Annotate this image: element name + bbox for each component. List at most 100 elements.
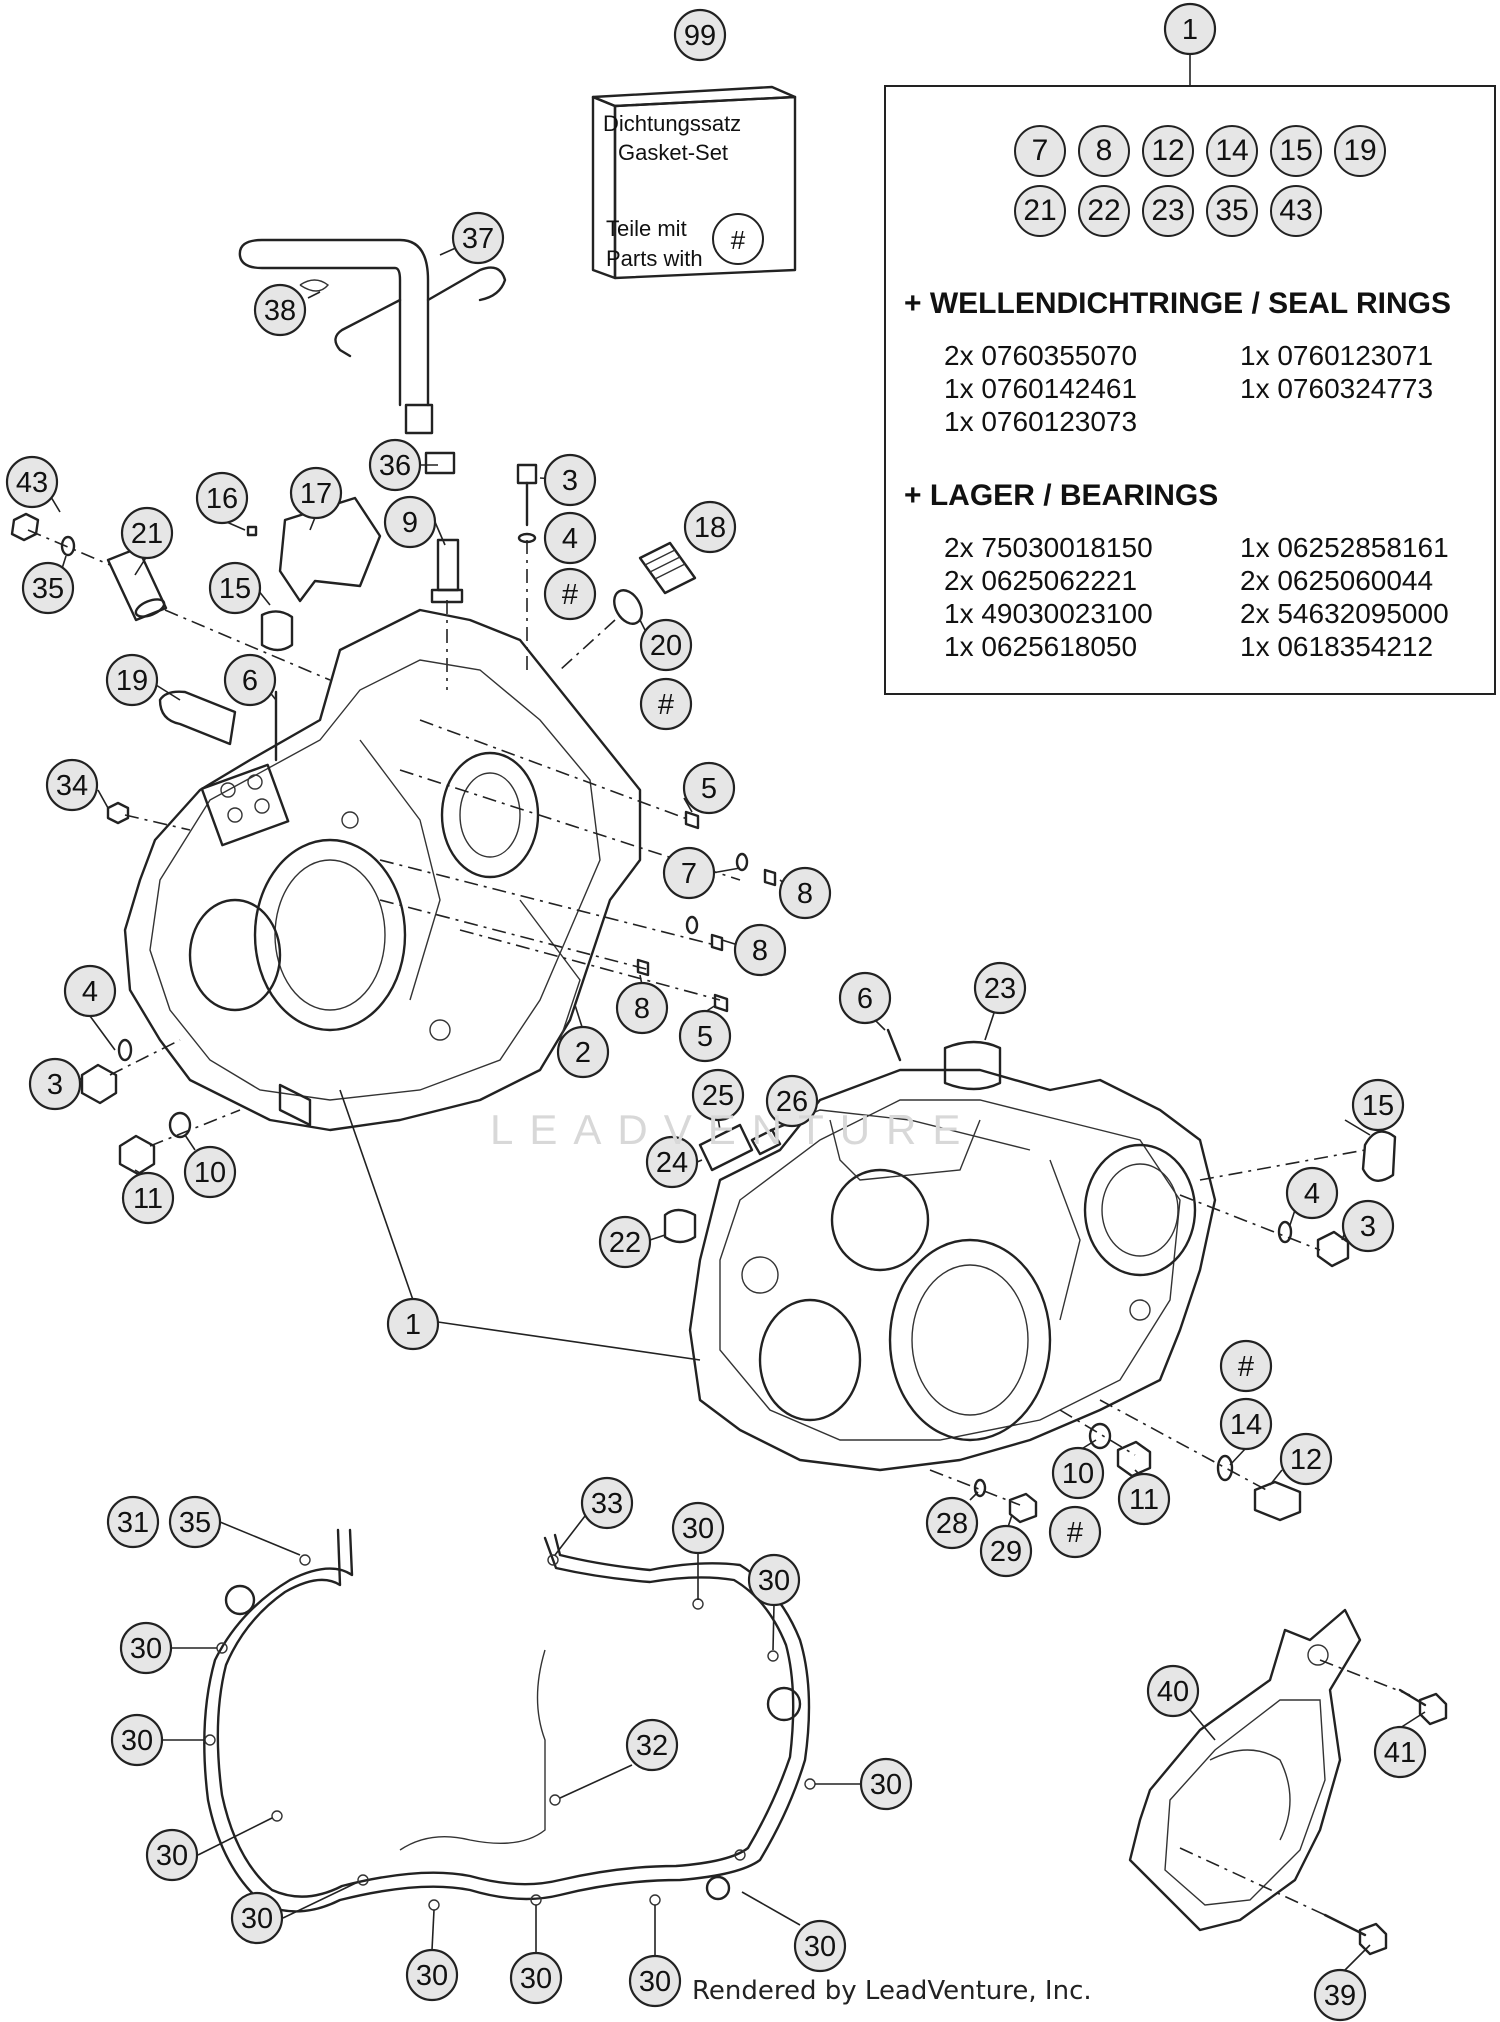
callout-circle	[289, 466, 343, 520]
callout-31: 31	[106, 1495, 160, 1549]
callout-26: 26	[765, 1074, 819, 1128]
callout-label: 10	[194, 1157, 226, 1189]
callout-label: 31	[117, 1507, 149, 1539]
callout-8: 8	[733, 923, 787, 977]
callout-circle	[598, 1215, 652, 1269]
callout-circle	[979, 1524, 1033, 1578]
callout-label: 30	[758, 1565, 790, 1597]
callout-circle	[859, 1757, 913, 1811]
callout-label: 4	[562, 523, 578, 555]
callout-30: 30	[405, 1948, 459, 2002]
callout-circle	[683, 500, 737, 554]
leader-1-right	[437, 1321, 701, 1361]
callout-label: 35	[32, 573, 64, 605]
callout-circle	[625, 1718, 679, 1772]
gasket-set-line2: Gasket-Set	[618, 140, 728, 165]
callout-15: 15	[208, 561, 262, 615]
callout-label: 26	[776, 1086, 808, 1118]
render-credit: Rendered by LeadVenture, Inc.	[692, 1976, 1092, 2006]
callout-circle	[639, 618, 693, 672]
callout-circle	[733, 923, 787, 977]
callout-label: 30	[416, 1960, 448, 1992]
callout-circle	[1341, 1199, 1395, 1253]
callout-label: 4	[82, 976, 98, 1008]
callout-label: 33	[591, 1488, 623, 1520]
callout-30: 30	[859, 1757, 913, 1811]
callout-circle	[383, 495, 437, 549]
callout-23: 23	[973, 961, 1027, 1015]
callout-circle	[145, 1828, 199, 1882]
callout-label: 12	[1290, 1444, 1322, 1476]
callout-label: 30	[804, 1931, 836, 1963]
callout-hash: #	[543, 567, 597, 621]
callout-circle	[925, 1496, 979, 1550]
callout-9: 9	[383, 495, 437, 549]
callout-label: 32	[636, 1730, 668, 1762]
callout-kit-1: 1	[1163, 2, 1217, 56]
callout-circle	[168, 1495, 222, 1549]
callout-30: 30	[119, 1621, 173, 1675]
callout-label: 8	[752, 935, 768, 967]
callout-25: 25	[691, 1068, 745, 1122]
callout-circle	[120, 506, 174, 560]
left-crankcase-half	[123, 608, 642, 1132]
callout-label: 28	[936, 1508, 968, 1540]
callout-39: 39	[1313, 1968, 1367, 2022]
callout-label: 30	[682, 1513, 714, 1545]
callout-label: 6	[242, 665, 258, 697]
callout-label: 7	[681, 858, 697, 890]
callout-label: 35	[179, 1507, 211, 1539]
bearing-item: 1x 0625618050	[944, 631, 1138, 662]
callout-circle	[63, 964, 117, 1018]
callout-label: 30	[639, 1966, 671, 1998]
callout-12: 12	[1279, 1432, 1333, 1486]
callout-36: 36	[368, 438, 422, 492]
callout-circle	[973, 961, 1027, 1015]
kit-part-15: 15	[1270, 125, 1322, 177]
callout-19: 19	[105, 653, 159, 707]
gasket-set-line4: Parts with	[606, 246, 703, 271]
callout-circle	[1313, 1968, 1367, 2022]
callout-circle	[405, 1948, 459, 2002]
callout-6: 6	[838, 971, 892, 1025]
callout-circle	[386, 1297, 440, 1351]
callout-label: 10	[1062, 1458, 1094, 1490]
sprocket-cover	[1128, 1608, 1448, 1971]
callout-circle	[1219, 1339, 1273, 1393]
callout-kit-1-label: 1	[1182, 14, 1198, 46]
callout-circle	[119, 1621, 173, 1675]
callout-8: 8	[615, 981, 669, 1035]
kit-part-43: 43	[1270, 185, 1322, 237]
callout-label: 36	[379, 450, 411, 482]
leader-1-left	[339, 1089, 414, 1301]
callout-circle	[639, 677, 693, 731]
callout-24: 24	[645, 1135, 699, 1189]
callout-circle	[451, 211, 505, 265]
callout-label: 30	[121, 1725, 153, 1757]
bearing-item: 1x 06252858161	[1240, 532, 1449, 563]
callout-label: 18	[694, 512, 726, 544]
callout-10: 10	[183, 1145, 237, 1199]
callout-circle	[368, 438, 422, 492]
callout-30: 30	[509, 1951, 563, 2005]
kit-part-12: 12	[1142, 125, 1194, 177]
callout-label: 20	[650, 630, 682, 662]
right-half-small-parts	[649, 1009, 1397, 1528]
callout-label: 15	[219, 573, 251, 605]
left-half-bolts-lower	[74, 1015, 241, 1176]
callout-label: 30	[130, 1633, 162, 1665]
callout-circle	[628, 1954, 682, 2008]
callout-6: 6	[223, 653, 277, 707]
callout-3: 3	[28, 1057, 82, 1111]
callout-30: 30	[747, 1553, 801, 1607]
callout-circle	[230, 1891, 284, 1945]
callout-99: 99	[673, 8, 727, 62]
kit-part-22: 22	[1078, 185, 1130, 237]
callout-label: 2	[575, 1037, 591, 1069]
callout-label: 30	[241, 1903, 273, 1935]
